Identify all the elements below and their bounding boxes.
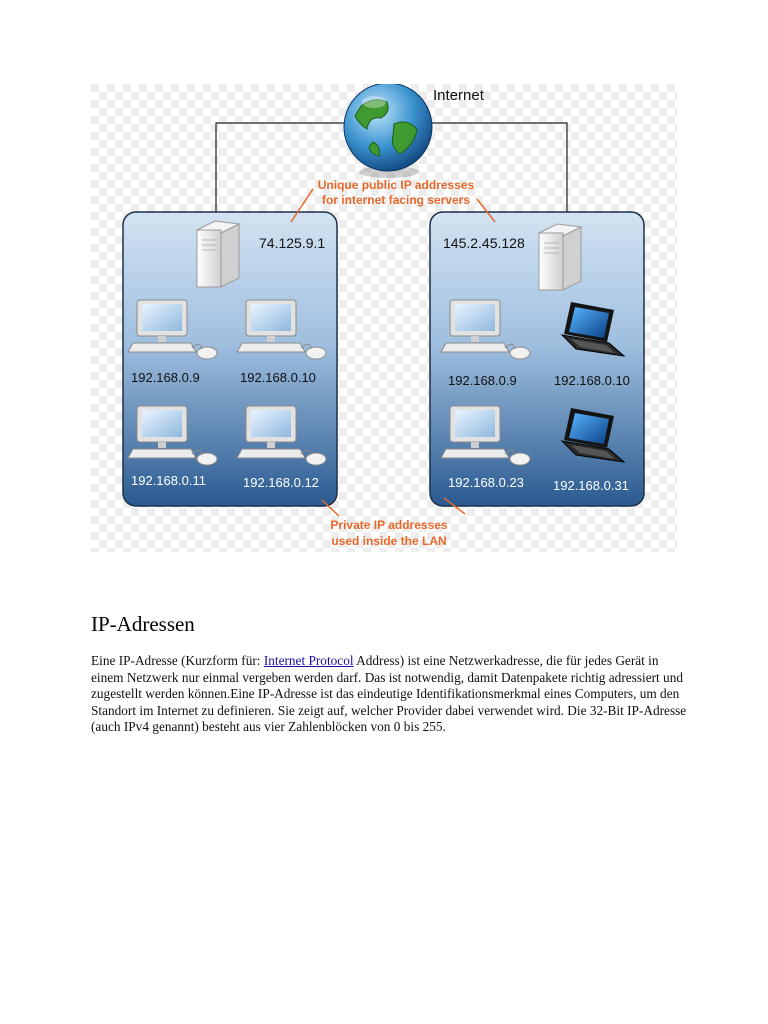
internet-protocol-link[interactable]: Internet Protocol	[264, 653, 354, 668]
left-client-ip: 192.168.0.11	[131, 473, 206, 488]
right-lan-box	[430, 212, 644, 506]
public-ip-caption-line1: Unique public IP addresses	[318, 178, 475, 192]
right-client-ip: 192.168.0.10	[554, 373, 630, 388]
left-server-icon	[197, 221, 239, 287]
left-client-ip: 192.168.0.9	[131, 370, 200, 385]
right-client-ip: 192.168.0.23	[448, 475, 524, 490]
right-client-ip: 192.168.0.31	[553, 478, 629, 493]
right-client-ip: 192.168.0.9	[448, 373, 517, 388]
left-client-ip: 192.168.0.10	[240, 370, 316, 385]
article-paragraph: Eine IP-Adresse (Kurzform für: Internet …	[91, 653, 691, 736]
page-title: IP-Adressen	[91, 612, 195, 637]
public-ip-caption-line2: for internet facing servers	[322, 193, 470, 207]
paragraph-text: Eine IP-Adresse (Kurzform für:	[91, 653, 264, 668]
private-ip-caption-line1: Private IP addresses	[330, 518, 448, 532]
right-server-icon	[539, 224, 581, 290]
internet-label: Internet	[433, 87, 485, 104]
private-ip-caption-line2: used inside the LAN	[331, 534, 446, 548]
left-client-ip: 192.168.0.12	[243, 475, 319, 490]
network-diagram: Internet Unique public IP addresses for …	[91, 84, 677, 552]
right-server-ip: 145.2.45.128	[443, 235, 525, 251]
left-server-ip: 74.125.9.1	[259, 235, 325, 251]
